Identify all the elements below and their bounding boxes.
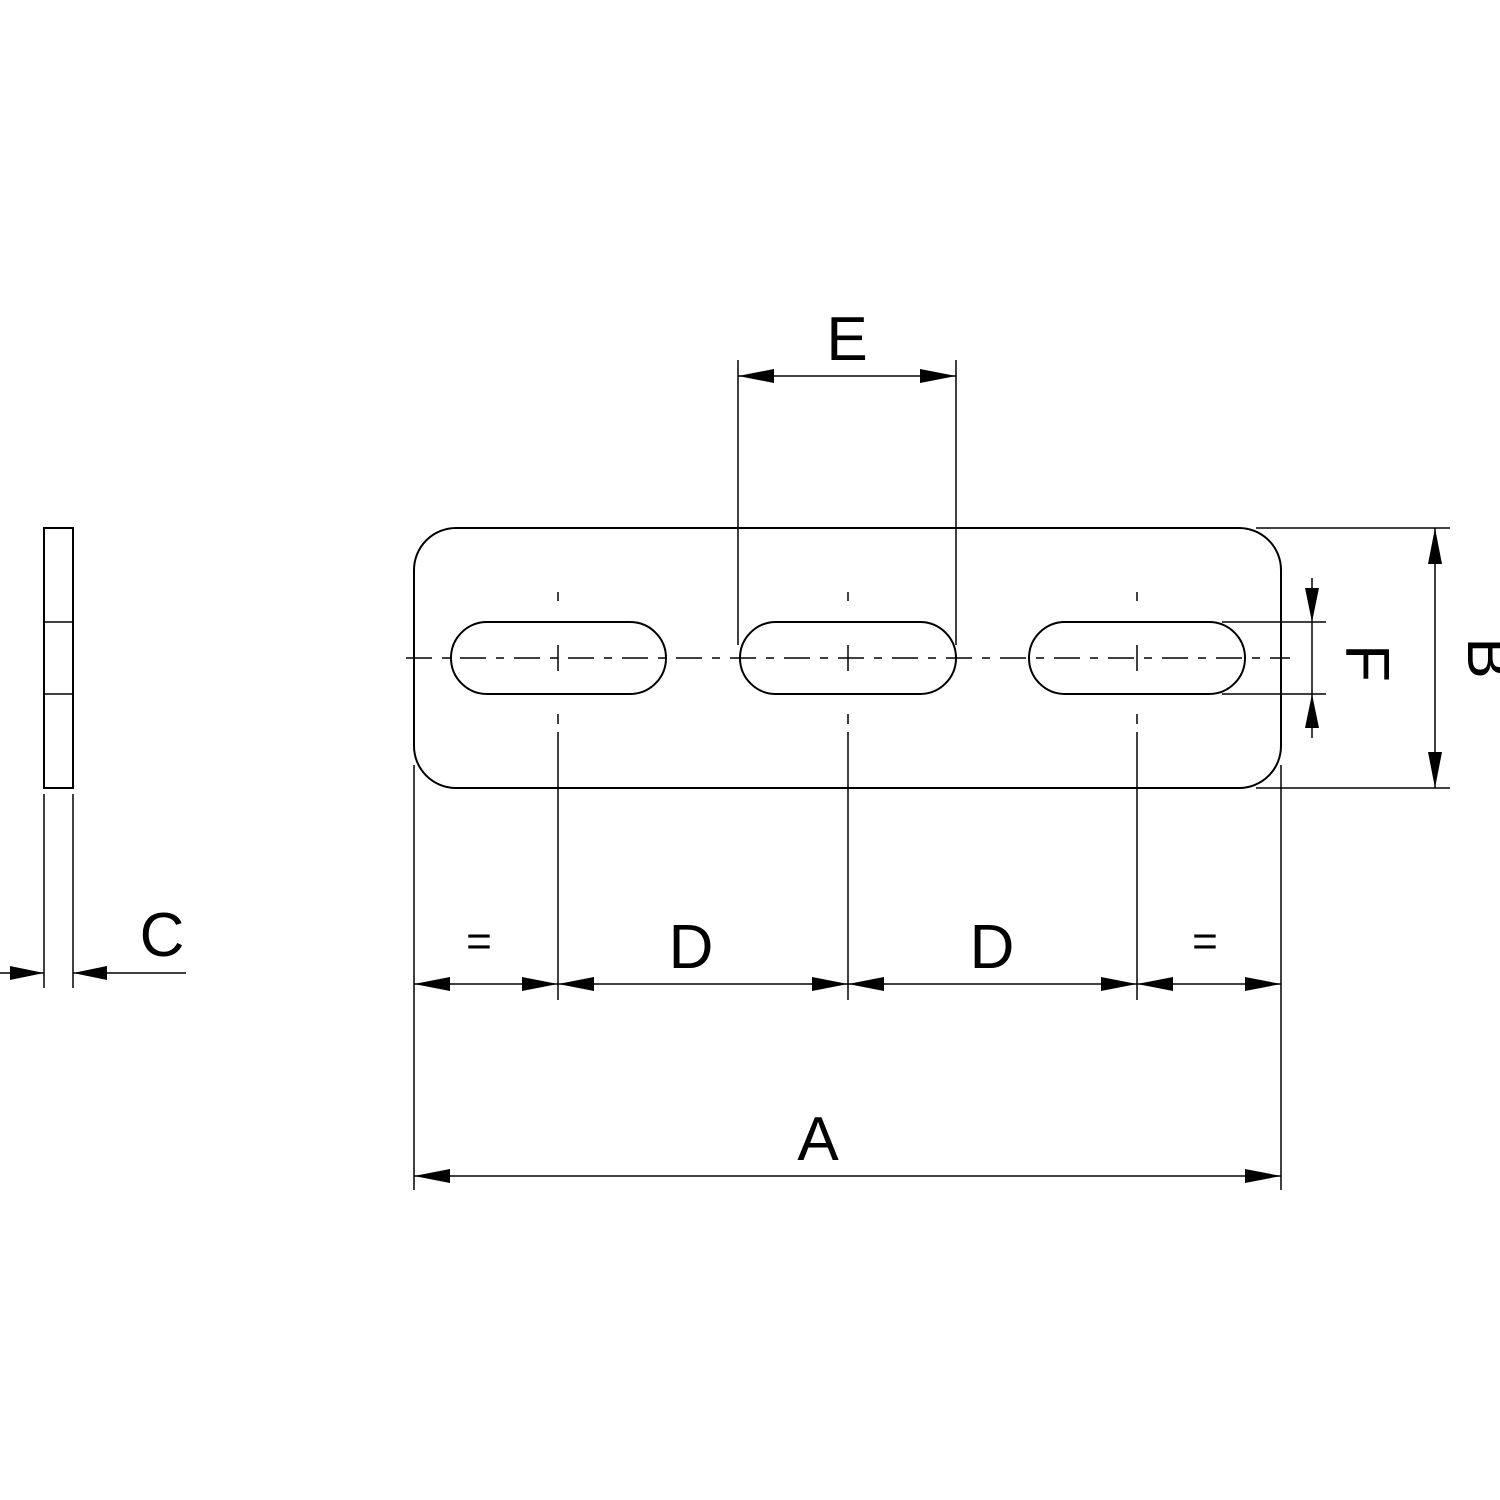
side-view: C [0, 527, 186, 988]
label-c: C [140, 901, 185, 970]
label-equal-right: = [1192, 917, 1218, 966]
extension-lines [413, 732, 1282, 1190]
dimension-b: B [1256, 527, 1500, 789]
label-d-right: D [970, 913, 1015, 982]
label-e: E [826, 305, 867, 374]
dimension-e: E [737, 305, 957, 645]
slot-right [1028, 621, 1246, 695]
label-f: F [1332, 644, 1401, 682]
dimension-a: A [414, 1105, 1281, 1183]
label-a: A [797, 1105, 839, 1174]
label-equal-left: = [466, 917, 492, 966]
dimension-c: C [0, 901, 186, 980]
centre-marks [557, 592, 1138, 724]
label-d-left: D [669, 913, 714, 982]
front-view: E = D D = A [406, 305, 1500, 1190]
dimension-f: F [1222, 578, 1401, 738]
side-view-body [43, 527, 74, 789]
label-b: B [1454, 637, 1500, 678]
dimension-row-d: = D D = [414, 913, 1281, 991]
